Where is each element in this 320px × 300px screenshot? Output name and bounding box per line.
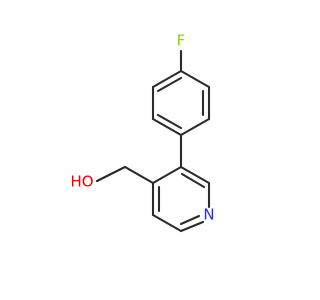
bond-ring1-a	[179, 69, 211, 89]
bond-ring2-c	[179, 220, 205, 233]
bond-ring1-d	[151, 117, 183, 137]
bond-ring1-f-double	[156, 76, 183, 93]
bond-c-o	[95, 165, 127, 183]
fluorophenyl-ring	[151, 49, 211, 137]
nitrogen-atom-label: N	[203, 206, 214, 224]
hydroxyl-group-label: HO	[70, 173, 93, 191]
bond-ring1-f	[151, 69, 183, 89]
pyridine-ring	[151, 165, 211, 233]
fluorine-atom-label: F	[177, 32, 186, 50]
bond-ring1-c	[179, 117, 211, 137]
bond-ring2-d	[151, 213, 183, 233]
bond-ring1-d-double	[156, 113, 183, 130]
molecule-diagram: F N HO	[70, 32, 215, 233]
bond-ring2-f	[151, 165, 183, 185]
bond-ch2	[123, 165, 155, 185]
bond-ring2-a-double	[180, 172, 206, 189]
bond-ring2-a	[179, 165, 211, 185]
bond-ring2-c-double	[179, 214, 201, 226]
